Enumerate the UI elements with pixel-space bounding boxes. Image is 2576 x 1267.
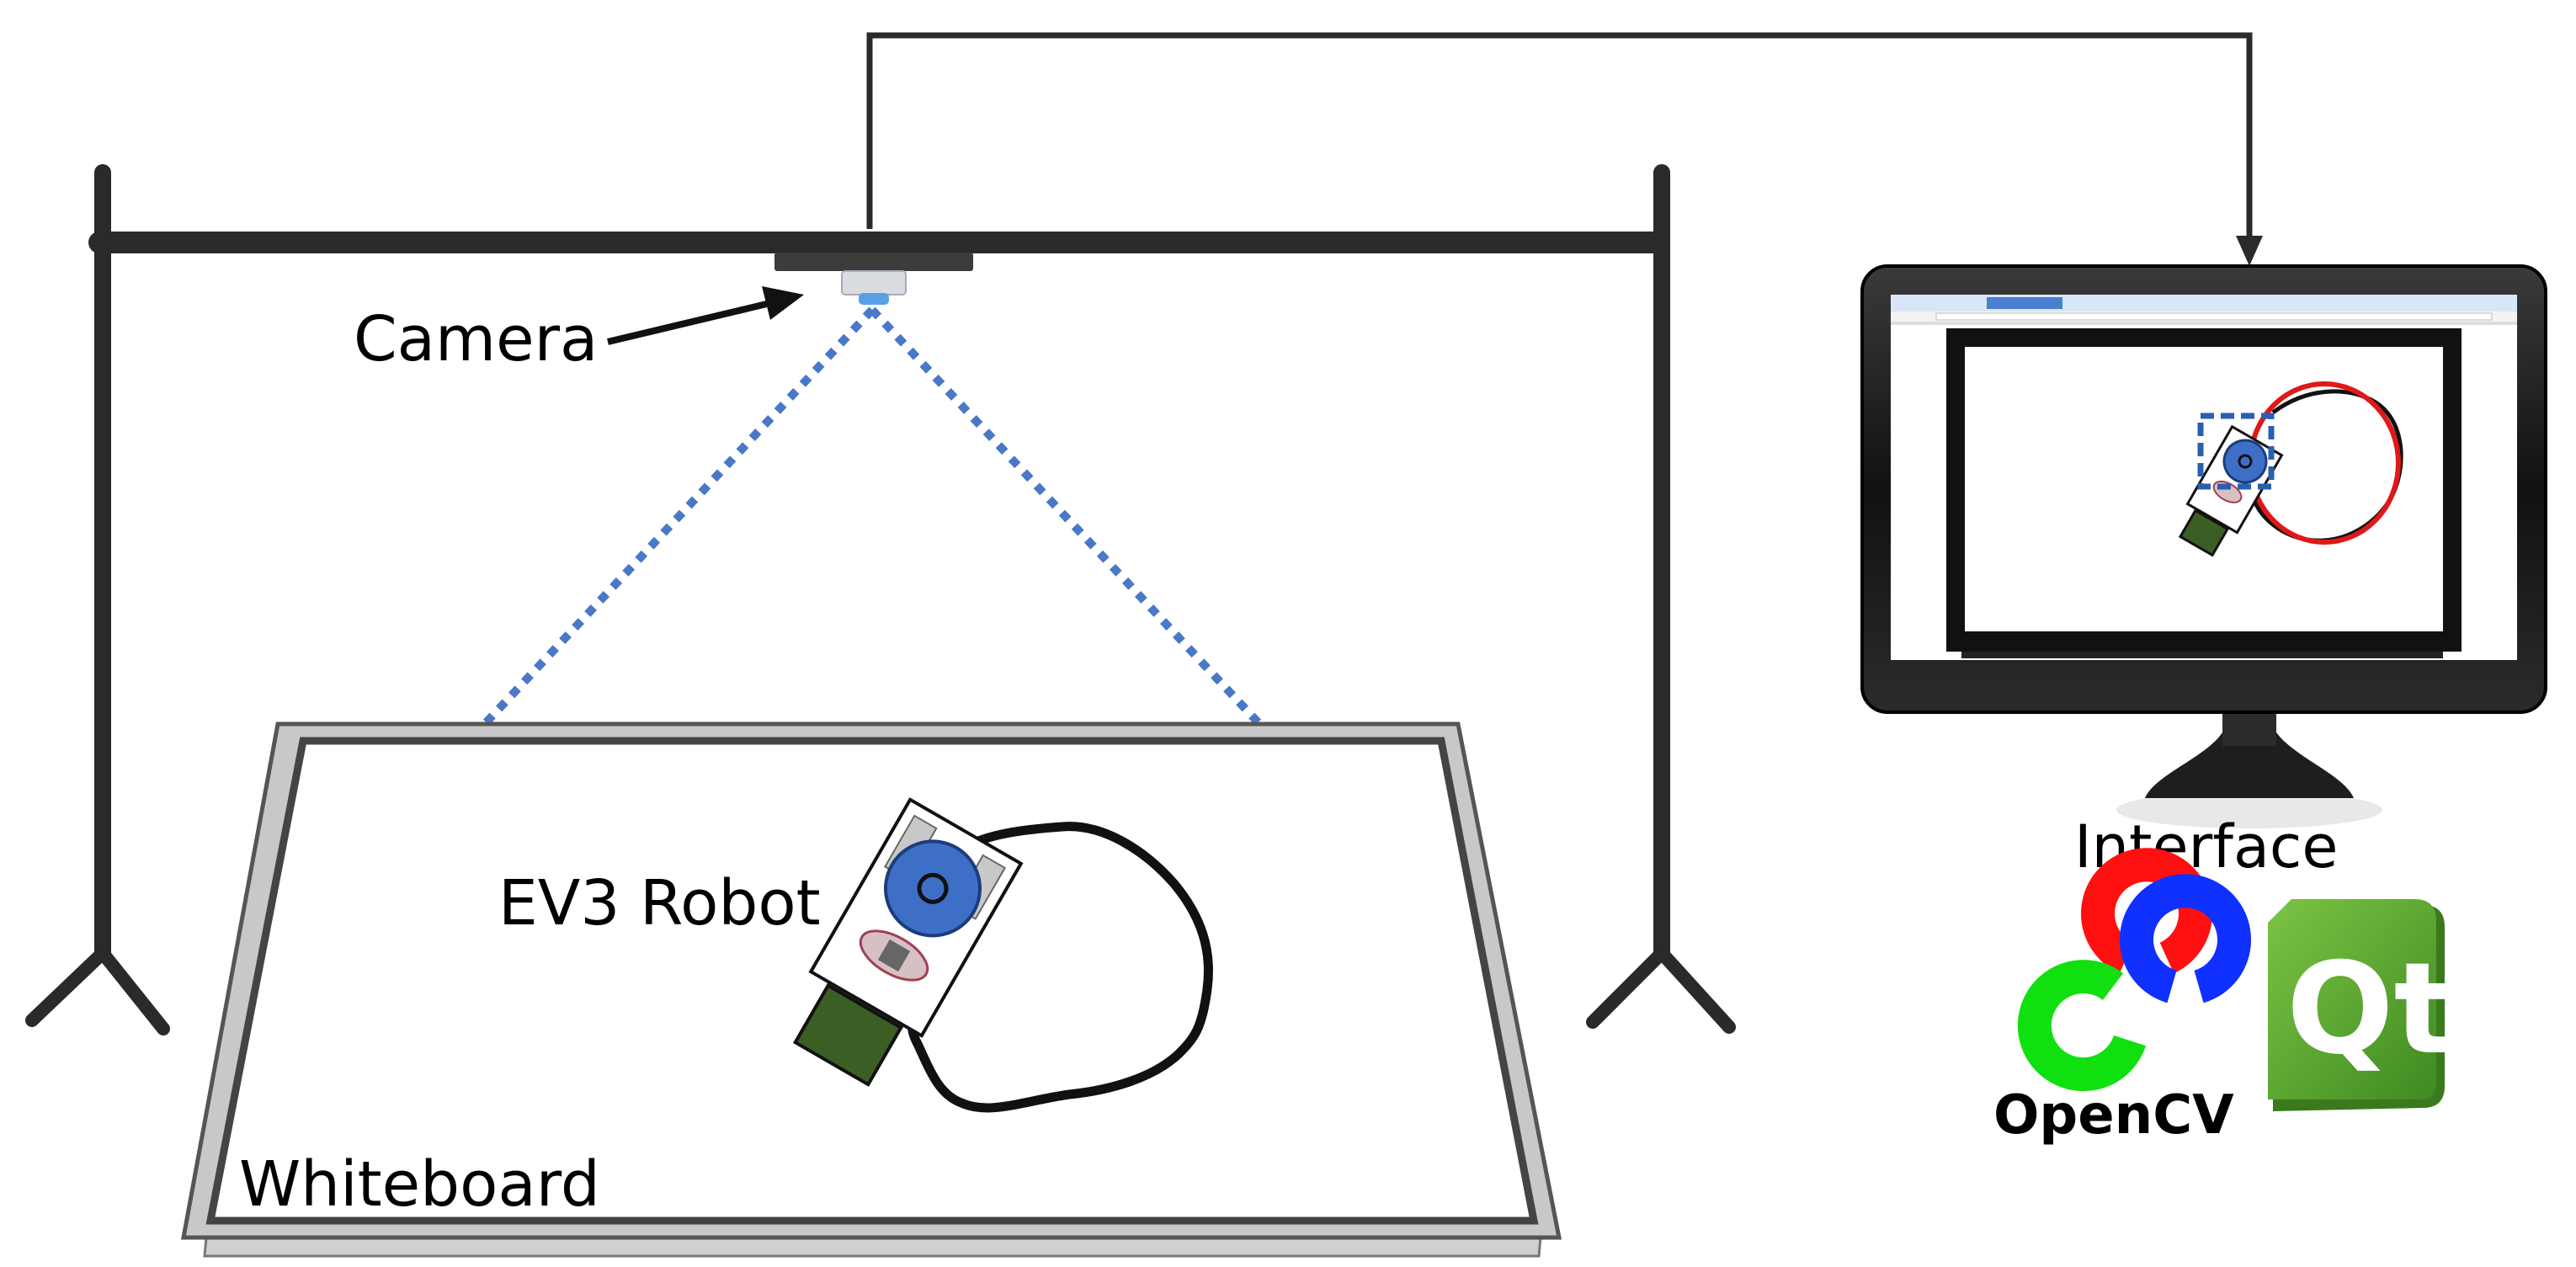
robot-wheel: [884, 839, 982, 938]
qt-logo: Qt: [2268, 899, 2454, 1111]
ev3-robot: [792, 797, 1024, 1087]
camera-pointer-arrowhead: [762, 286, 804, 320]
robot-trajectory: [907, 822, 1213, 1113]
camera-label: Camera: [354, 303, 598, 375]
camera-pointer-arrow: [607, 300, 771, 345]
tracking-box: [2197, 413, 2275, 490]
qt-logo-text: Qt: [2286, 936, 2454, 1083]
opencv-logo-text: OpenCV: [1993, 1084, 2234, 1147]
interface-tracking-view: [2178, 381, 2403, 557]
robot-battery: [792, 982, 904, 1087]
opencv-blue-ring: [2120, 874, 2251, 1003]
opencv-red-ring: [2081, 848, 2212, 974]
camera: [774, 253, 973, 305]
opencv-green-ring: [2017, 960, 2147, 1092]
opencv-logo: OpenCV: [1993, 848, 2251, 1147]
robot-label: EV3 Robot: [498, 867, 821, 940]
connector-arrowhead: [2236, 236, 2263, 266]
camera-stand-frame: [25, 164, 1736, 1035]
whiteboard-label: Whiteboard: [239, 1148, 600, 1221]
camera-to-interface-connector: [866, 32, 2253, 249]
